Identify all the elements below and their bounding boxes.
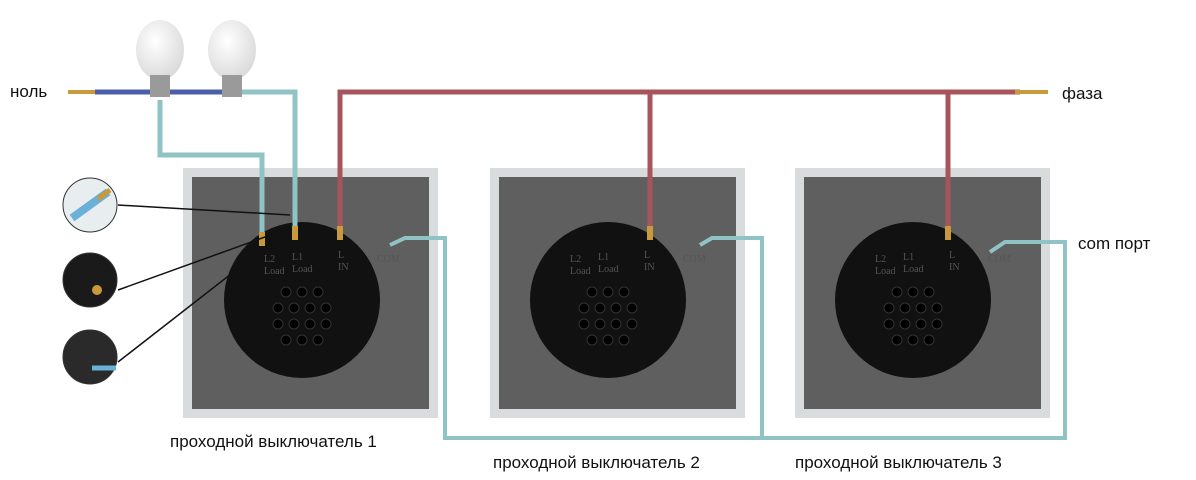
phase-wire — [337, 89, 1020, 232]
terminal-label: L — [949, 250, 955, 261]
com-wire-2-3 — [762, 240, 1067, 440]
module-hole — [915, 302, 927, 314]
terminal-label: Load — [292, 264, 313, 275]
module-hole — [586, 334, 598, 346]
module-hole — [907, 286, 919, 298]
module-holes — [272, 286, 943, 346]
module-hole — [272, 302, 284, 314]
module-hole — [602, 286, 614, 298]
module-hole — [288, 302, 300, 314]
module-hole — [312, 334, 324, 346]
module-hole — [296, 334, 308, 346]
module-hole — [610, 318, 622, 330]
module-hole — [626, 318, 638, 330]
module-hole — [618, 334, 630, 346]
module-hole — [288, 318, 300, 330]
terminal-label: L — [338, 250, 344, 261]
switch-plate-3 — [795, 168, 1050, 418]
terminal-label: COM — [377, 254, 400, 265]
module-hole — [931, 302, 943, 314]
terminal-label: Load — [570, 266, 591, 277]
terminal-label: Load — [598, 264, 619, 275]
terminal-label: L — [644, 250, 650, 261]
module-hole — [923, 286, 935, 298]
module-hole — [594, 318, 606, 330]
module-hole — [594, 302, 606, 314]
terminal-label: L1 — [903, 252, 914, 263]
module-hole — [320, 302, 332, 314]
terminal-label: L2 — [264, 254, 275, 265]
lamp1-wire — [157, 100, 265, 240]
switch-1-text: проходной выключатель — [170, 432, 363, 451]
terminal-label: L1 — [598, 252, 609, 263]
terminal-label: L2 — [875, 254, 886, 265]
lamp2-wire — [240, 89, 298, 232]
module-hole — [891, 286, 903, 298]
module-hole — [626, 302, 638, 314]
module-hole — [915, 318, 927, 330]
com-port-label: com порт — [1078, 234, 1151, 253]
module-hole — [304, 302, 316, 314]
wire-detail-callouts — [62, 177, 291, 385]
module-hole — [304, 318, 316, 330]
terminal-label: Load — [264, 266, 285, 277]
switch-plate-1 — [183, 168, 438, 418]
module-hole — [602, 334, 614, 346]
module-hole — [923, 334, 935, 346]
switch-1-label: проходной выключатель 1 — [170, 432, 377, 452]
module-hole — [899, 302, 911, 314]
module-hole — [931, 318, 943, 330]
switch-plate-2 — [490, 168, 745, 418]
switch-2-label: проходной выключатель 2 — [493, 453, 700, 472]
terminal-label: IN — [644, 262, 655, 273]
module-hole — [883, 318, 895, 330]
switch-1-number: 1 — [367, 432, 377, 451]
inserted-wire-icon — [62, 329, 118, 385]
module-hole — [618, 286, 630, 298]
module-hole — [280, 286, 292, 298]
module-hole — [280, 334, 292, 346]
terminal-label: L2 — [570, 254, 581, 265]
terminal-label: Load — [903, 264, 924, 275]
module-hole — [272, 318, 284, 330]
phase-label: фаза — [1062, 84, 1103, 103]
screw-terminal-icon — [62, 252, 118, 308]
light-bulb-1 — [136, 20, 184, 97]
module-hole — [578, 318, 590, 330]
light-bulb-2 — [208, 20, 256, 97]
com-wire-1-2 — [389, 236, 764, 440]
module-hole — [899, 318, 911, 330]
terminal-label: L1 — [292, 252, 303, 263]
terminal-label: IN — [949, 262, 960, 273]
module-hole — [883, 302, 895, 314]
terminal-label: IN — [338, 262, 349, 273]
terminal-label: COM — [683, 254, 706, 265]
neutral-label: ноль — [10, 82, 48, 101]
terminal-label: COM — [988, 254, 1011, 265]
module-hole — [907, 334, 919, 346]
module-hole — [891, 334, 903, 346]
module-hole — [610, 302, 622, 314]
module-hole — [312, 286, 324, 298]
module-hole — [578, 302, 590, 314]
module-hole — [320, 318, 332, 330]
module-hole — [586, 286, 598, 298]
terminal-label: Load — [875, 266, 896, 277]
switch-3-label: проходной выключатель 3 — [795, 453, 1002, 472]
module-hole — [296, 286, 308, 298]
terminal-pins — [259, 226, 951, 246]
